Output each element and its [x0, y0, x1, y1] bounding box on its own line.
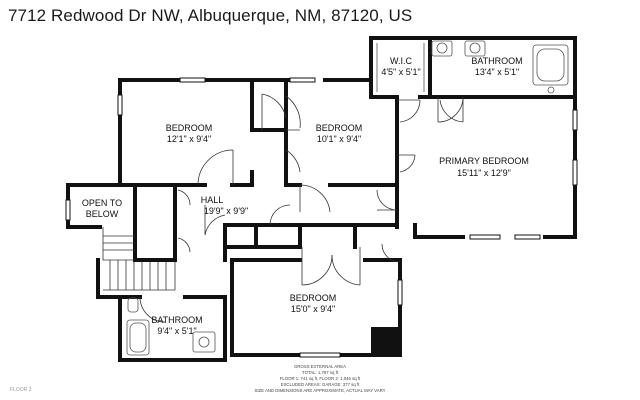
doors	[139, 93, 464, 323]
door-swing	[197, 149, 234, 186]
wall-segment	[284, 78, 302, 187]
stair-outline	[102, 227, 135, 261]
window	[117, 94, 123, 116]
door-swing	[261, 93, 287, 130]
door-swing	[285, 149, 301, 173]
room-hall-name: HALL	[201, 195, 224, 205]
room-bedroom-1-name: BEDROOM	[166, 123, 213, 133]
sink-bowl	[436, 42, 448, 54]
page-title: 7712 Redwood Dr NW, Albuquerque, NM, 871…	[8, 6, 413, 25]
toilet	[127, 297, 139, 313]
drain	[547, 86, 555, 94]
door-swing	[331, 247, 361, 286]
sink-counter	[464, 40, 486, 57]
room-labels: W.I.C 4'5" x 5'1" BATHROOM 13'4" x 5'1" …	[82, 56, 529, 336]
room-open-to-below-line2: BELOW	[86, 209, 119, 219]
wall-segment	[323, 78, 373, 99]
window	[179, 77, 206, 83]
door-swing	[376, 189, 398, 211]
sink-bowl	[469, 42, 481, 54]
door-swing	[299, 184, 331, 213]
bathtub-basin	[129, 322, 147, 353]
room-wic-dims: 4'5" x 5'1"	[381, 67, 420, 77]
room-open-to-below-line1: OPEN TO	[82, 198, 122, 208]
window	[469, 234, 501, 240]
area-floors: FLOOR 1: 741 sq ft, FLOOR 2: 1,046 sq ft	[280, 376, 361, 381]
door-swing	[285, 95, 301, 131]
sink-counter	[192, 331, 216, 353]
room-bathroom-bottom-name: BATHROOM	[151, 315, 202, 325]
room-bedroom-2-name: BEDROOM	[316, 123, 363, 133]
room-bedroom-1-dims: 12'1" x 9'4"	[167, 134, 211, 144]
room-primary-bedroom-dims: 15'11" x 12'9"	[457, 168, 511, 178]
wall-segment	[250, 78, 260, 132]
room-bathroom-top-dims: 13'4" x 5'1"	[475, 67, 519, 77]
door-swing	[177, 189, 191, 206]
chimney-block	[371, 327, 400, 355]
area-total: TOTAL: 1,787 sq ft	[302, 370, 339, 375]
door-swing	[397, 99, 421, 123]
room-hall-dims: 19'9" x 9'9"	[204, 206, 248, 216]
door-swing	[301, 247, 333, 286]
sink-counter	[431, 40, 453, 57]
window	[572, 109, 578, 131]
room-bathroom-bottom-dims: 9'4" x 5'1"	[157, 326, 196, 336]
door-swing	[381, 243, 401, 263]
window	[572, 159, 578, 186]
window	[397, 279, 403, 306]
wall-segment	[543, 95, 577, 239]
area-excluded: EXCLUDED AREAS: GARAGE: 377 sq ft	[281, 382, 360, 387]
sink-bowl	[198, 336, 210, 348]
area-disclaimer: SIZE AND DIMENSIONS ARE APPROXIMATE, ACT…	[254, 388, 385, 393]
door-swing	[439, 97, 464, 123]
windows	[65, 77, 578, 358]
window	[289, 77, 316, 83]
bathtub	[532, 44, 569, 86]
room-wic-name: W.I.C	[390, 56, 412, 66]
room-primary-bedroom-name: PRIMARY BEDROOM	[439, 156, 529, 166]
door-swing	[437, 96, 464, 123]
room-bedroom-3-dims: 15'0" x 9'4"	[291, 304, 335, 314]
area-heading: GROSS EXTERNAL AREA	[294, 364, 346, 369]
wall-segment	[223, 223, 357, 249]
bathtub	[126, 319, 150, 356]
wall-segment	[133, 183, 207, 262]
window	[65, 199, 71, 221]
door-swing	[139, 296, 166, 323]
door-swing	[397, 154, 416, 173]
door-swing	[177, 237, 191, 253]
wall-segment	[118, 295, 227, 362]
room-bedroom-3-name: BEDROOM	[290, 293, 337, 303]
area-summary: GROSS EXTERNAL AREA TOTAL: 1,787 sq ft F…	[254, 364, 385, 393]
window	[299, 352, 341, 358]
floor-label: FLOOR 2	[10, 387, 32, 393]
stairs	[102, 227, 176, 291]
door-swing	[269, 204, 291, 226]
door-swing	[204, 205, 226, 236]
room-bedroom-2-dims: 10'1" x 9'4"	[317, 134, 361, 144]
fixtures	[126, 40, 569, 356]
room-bathroom-top-name: BATHROOM	[471, 56, 522, 66]
bathtub-basin	[536, 48, 565, 82]
window	[514, 234, 541, 240]
